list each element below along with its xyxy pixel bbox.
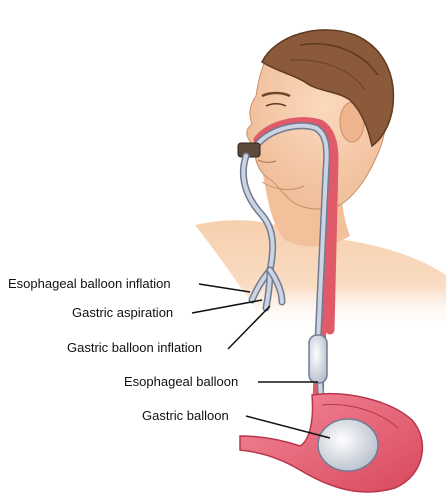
label-esophageal-balloon: Esophageal balloon [124, 374, 239, 389]
nasopharynx [253, 117, 339, 335]
label-gastric-balloon-inflation: Gastric balloon inflation [67, 340, 203, 355]
tube-ports [248, 266, 286, 312]
eye [265, 103, 287, 107]
label-esophageal-balloon-inflation: Esophageal balloon inflation [8, 276, 171, 291]
label-gastric-balloon: Gastric balloon [142, 408, 229, 423]
esophageal-balloon-shape [308, 334, 328, 384]
leader-lines [191, 283, 331, 439]
label-gastric-aspiration: Gastric aspiration [72, 305, 174, 320]
hair [261, 29, 395, 148]
gastric-balloon-shape [317, 418, 379, 472]
eyebrow [261, 91, 291, 98]
